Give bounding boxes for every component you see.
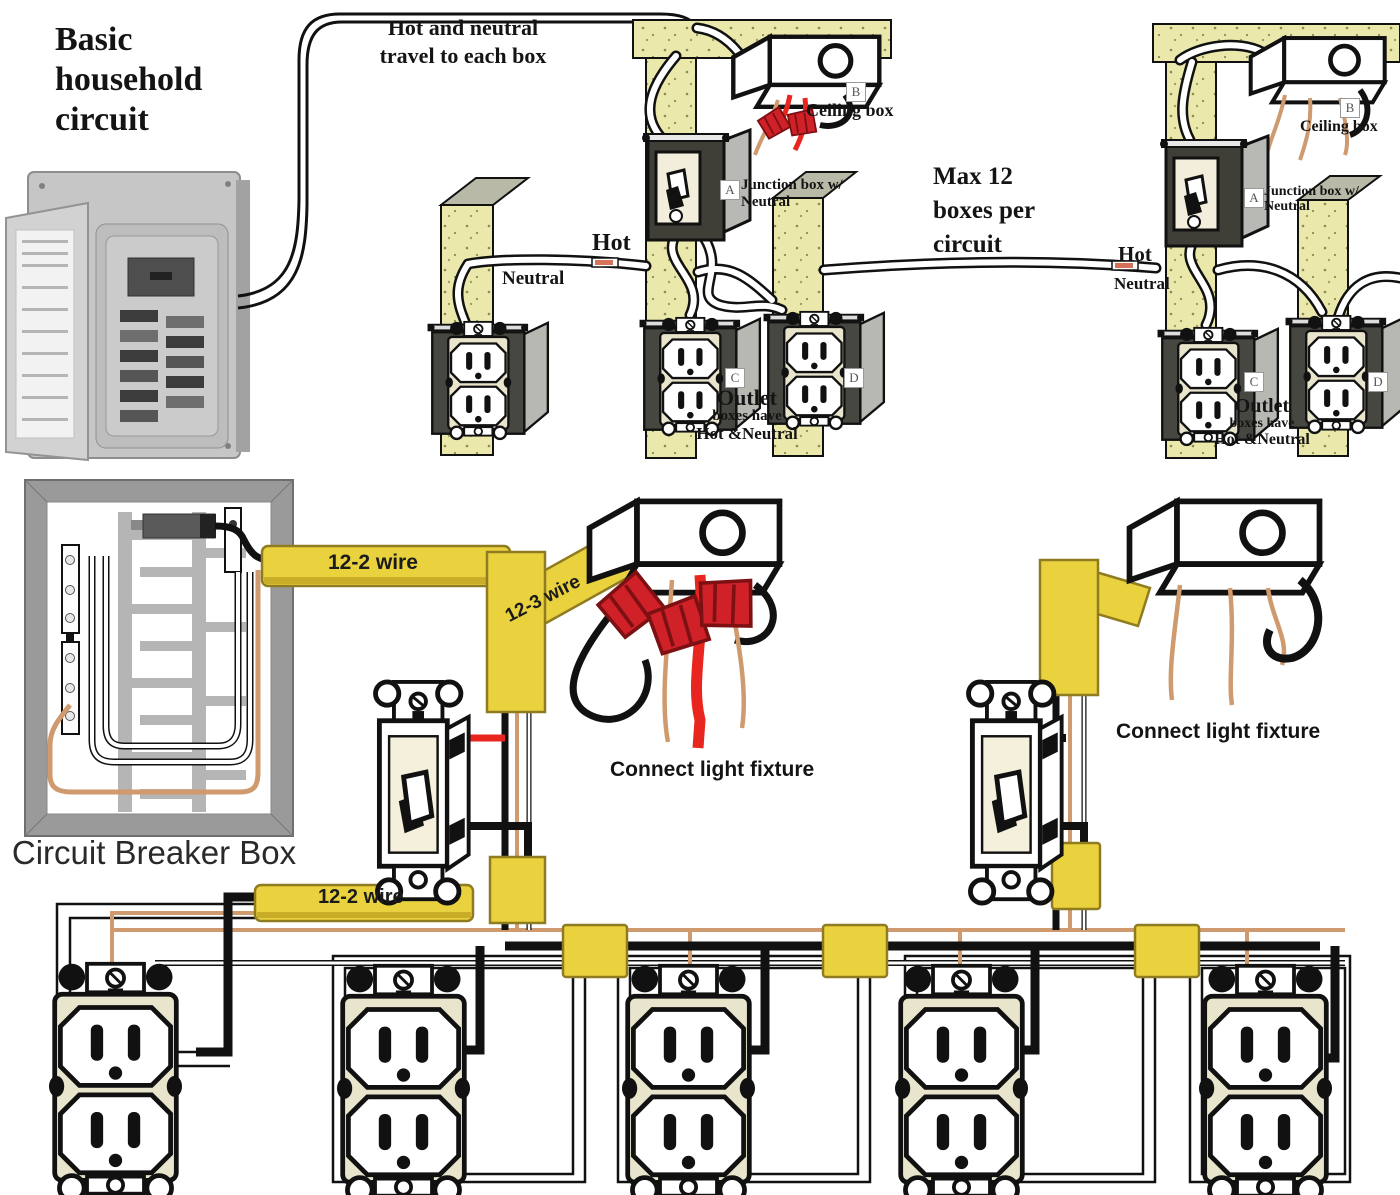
junction-box-2 [1160,133,1270,248]
receptacle-2 [337,966,470,1195]
wire-12-2-label-bottom: 12-2 wire [318,886,404,908]
ceiling-box-label-1: Ceiling box [806,100,894,120]
tag-b2: B [1340,98,1360,118]
copper-ground-wire [47,570,261,795]
breaker-box-label: Circuit Breaker Box [11,834,297,871]
breaker-panel-photo [5,171,250,462]
tag-a2: A [1244,188,1264,208]
outlet-note-1-line2: boxes have [712,408,782,425]
outlet-note-2-line1: Outlet [1234,395,1290,417]
receptacle-4 [895,966,1028,1195]
max-boxes-note: Max 12 boxes per circuit [933,160,1123,261]
junction-label-2-line1: Junction box w/ [1264,184,1359,199]
ceiling-box-label-2: Ceiling box [1300,118,1378,135]
neutral-wire-loop [88,556,254,766]
junction-box-1 [642,127,752,242]
breaker-schematic [24,479,294,837]
junction-label-2-line2: Neutral [1264,199,1310,215]
junction-label-1-line1: Junction box w/ [741,177,843,193]
outlet-note-1: Outlet boxes have Hot &Neutral [688,386,806,443]
connect-fixture-label-right: Connect light fixture [1116,720,1321,743]
yellow-cables [253,532,1201,979]
tag-d1: D [844,368,864,388]
hot-label-2: Hot [1118,242,1152,266]
max-note-line3: circuit [933,230,1002,258]
outlet-box-left1 [428,322,548,439]
max-note-line1: Max 12 [933,163,1013,190]
tag-a1: A [720,180,740,200]
tag-b1: B [846,82,866,102]
outlet-note-1-line1: Outlet [717,385,777,410]
outlet-note-1-line3: Hot &Neutral [696,423,798,443]
light-fixture-left [569,501,779,749]
light-fixture-right [1130,501,1320,706]
tag-c1: C [725,368,745,388]
wire-12-2-label-top: 12-2 wire [328,551,418,574]
junction-label-1-line2: Neutral [741,193,791,210]
assembly1-cables [452,22,1162,330]
receptacle-5 [1199,966,1332,1195]
travel-note-line2: travel to each box [379,42,547,68]
page-title: Basic household circuit [55,21,203,139]
wall-switch-left [376,682,469,903]
max-note-line2: boxes per [933,196,1036,224]
outlet-note-2-line2: boxes have [1229,416,1295,431]
tag-d2: D [1368,372,1388,392]
travel-note-line1: Hot and neutral [387,15,539,40]
neutral-label-1: Neutral [502,268,565,289]
junction-label-1: Junction box w/ Neutral [741,177,843,210]
tag-c2: C [1244,372,1264,392]
breaker-rows [120,310,204,422]
assembly2-cables [1174,39,1400,331]
receptacle-1 [49,964,182,1195]
wall-switch-right [969,682,1062,903]
neutral-bar [61,544,80,735]
outlet-note-2: Outlet boxes have Hot &Neutral [1206,396,1318,448]
ceiling-box-2 [1251,38,1385,161]
junction-label-2: Junction box w/ Neutral [1264,184,1359,215]
receptacle-3 [622,966,755,1195]
travel-note: Hot and neutral travel to each box [338,14,588,69]
hot-label-1: Hot [592,230,631,256]
breaker-hot-wire [214,522,267,564]
neutral-label-2: Neutral [1114,274,1170,293]
outlet-note-2-line3: Hot &Neutral [1214,430,1310,448]
connect-fixture-label-left: Connect light fixture [610,758,815,781]
